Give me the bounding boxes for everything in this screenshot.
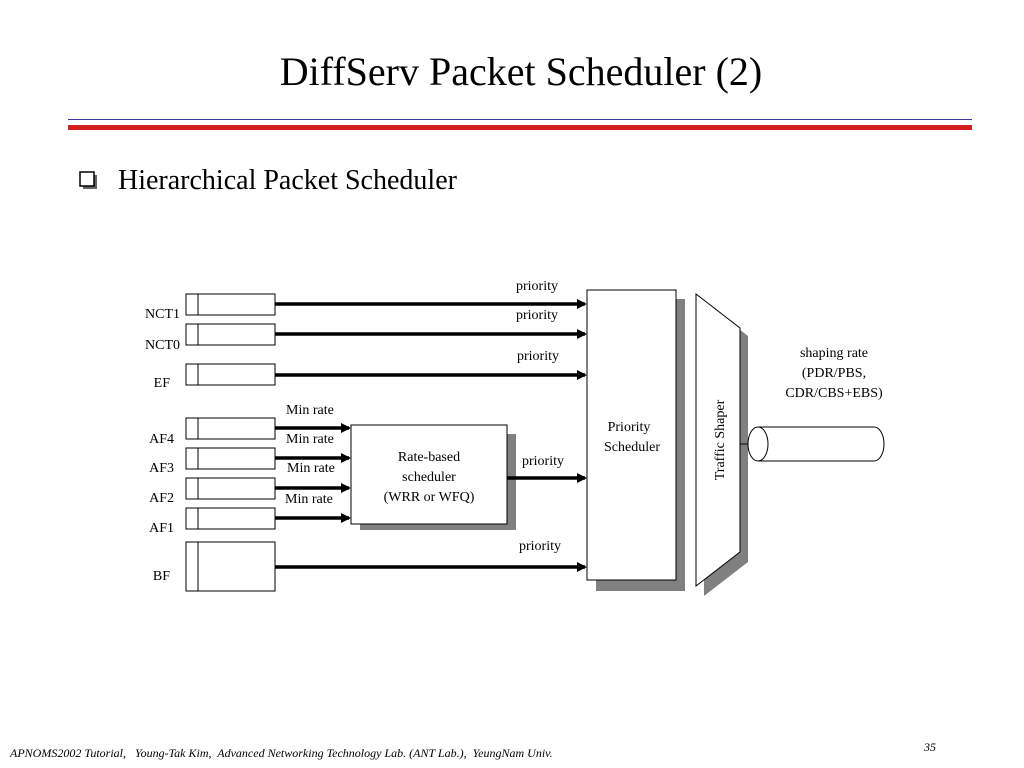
label-priority-nct1: priority <box>516 279 558 294</box>
slide-title: DiffServ Packet Scheduler (2) <box>279 49 763 94</box>
queue-label-nct1: NCT1 <box>145 307 180 322</box>
queue-ef <box>185 363 276 386</box>
queue-label-af2: AF2 <box>149 491 174 506</box>
queue-af1 <box>185 507 276 530</box>
rate-based-scheduler-box <box>350 424 508 525</box>
queue-label-af1: AF1 <box>149 521 174 536</box>
label-min-rate-af4: Min rate <box>286 403 334 418</box>
label-priority-ef: priority <box>517 349 559 364</box>
priority-scheduler-box <box>586 289 677 581</box>
queue-label-af4: AF4 <box>149 432 174 447</box>
label-priority-rate-based: priority <box>522 454 564 469</box>
bullet-text: Hierarchical Packet Scheduler <box>118 165 457 196</box>
priority-scheduler-label-line2: Scheduler <box>604 440 660 455</box>
bullet-item: Hierarchical Packet Scheduler <box>78 160 457 202</box>
traffic-shaper-label: Traffic Shaper <box>713 399 728 480</box>
checkbox-bullet-icon <box>78 166 100 196</box>
shaping-rate-line2: (PDR/PBS, <box>802 366 866 381</box>
queue-label-bf: BF <box>153 569 170 584</box>
traffic-shaper-box <box>695 292 741 588</box>
queue-bf <box>185 541 276 592</box>
queue-label-nct0: NCT0 <box>145 338 180 353</box>
queue-af2 <box>185 477 276 500</box>
output-link-pipe <box>747 426 885 462</box>
label-min-rate-af3: Min rate <box>286 432 334 447</box>
queue-label-ef: EF <box>154 376 171 391</box>
queue-af4 <box>185 417 276 440</box>
page-number: 35 <box>924 740 936 754</box>
label-min-rate-af1: Min rate <box>285 492 333 507</box>
queue-nct0 <box>185 323 276 346</box>
priority-scheduler-label-line1: Priority <box>608 420 651 435</box>
title-divider-thick <box>68 125 972 130</box>
queue-label-af3: AF3 <box>149 461 174 476</box>
rate-based-label-line3: (WRR or WFQ) <box>384 490 475 505</box>
rate-based-label-line1: Rate-based <box>398 450 460 465</box>
queue-nct1 <box>185 293 276 316</box>
shaping-rate-line3: CDR/CBS+EBS) <box>785 386 883 401</box>
shaping-rate-line1: shaping rate <box>800 346 868 361</box>
label-priority-nct0: priority <box>516 308 558 323</box>
title-divider-thin <box>68 119 972 120</box>
label-priority-bf: priority <box>519 539 561 554</box>
queue-af3 <box>185 447 276 470</box>
label-min-rate-af2: Min rate <box>287 461 335 476</box>
footer-credit: APNOMS2002 Tutorial, Young-Tak Kim, Adva… <box>10 746 553 760</box>
rate-based-label-line2: scheduler <box>402 470 456 485</box>
